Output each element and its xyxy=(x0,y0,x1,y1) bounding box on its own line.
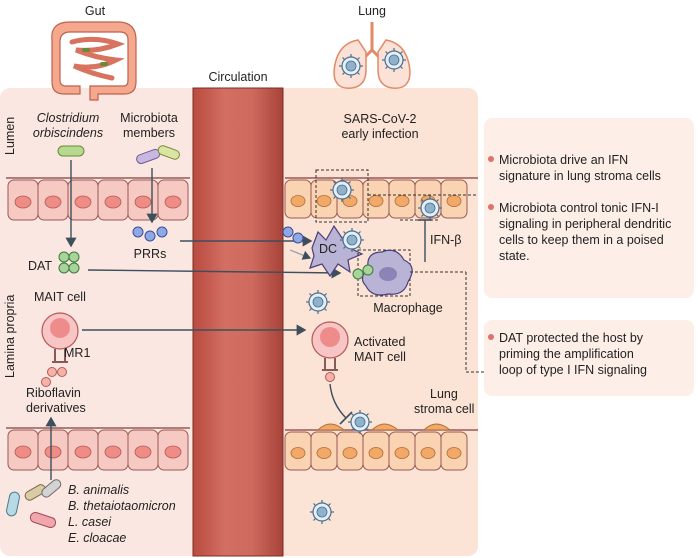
macrophage-label: Macrophage xyxy=(373,301,443,315)
arrow-dc-signal xyxy=(289,249,312,260)
note-1-line-5: cells to keep them in a poised xyxy=(499,233,664,247)
clostridium-bacterium xyxy=(57,145,85,157)
macrophage-dat-molecules xyxy=(352,264,374,280)
dc-prr-molecules xyxy=(282,226,304,244)
stroma-label-line2: stroma cell xyxy=(414,402,474,416)
microbiota-label-line2: members xyxy=(123,126,175,140)
activated-mait-label-line1: Activated xyxy=(354,335,405,349)
note-1-line-6: state. xyxy=(499,249,530,263)
activated-mait-label-line2: MAIT cell xyxy=(354,350,406,364)
note-2-line-1: DAT protected the host by xyxy=(499,331,644,345)
microbiota-label-line1: Microbiota xyxy=(120,111,178,125)
virus-ifn xyxy=(417,195,443,221)
species-l-casei: L. casei xyxy=(68,515,112,529)
mait-inhibit-line xyxy=(329,383,347,419)
virus-stroma-2 xyxy=(309,499,335,525)
note-1-line-1: Microbiota drive an IFN xyxy=(499,153,628,167)
gut-organ-icon xyxy=(51,21,137,101)
microbiota-bacteria xyxy=(136,145,180,165)
bullet-3 xyxy=(488,334,494,340)
mait-cell xyxy=(41,312,79,363)
mait-inhibit-bar xyxy=(339,411,353,425)
lung-upper-epithelium xyxy=(284,177,478,219)
note-2-line-3: loop of type I IFN signaling xyxy=(499,363,647,377)
zoom-box-epithelium xyxy=(315,169,369,223)
stroma-label-line1: Lung xyxy=(430,387,458,401)
dat-label: DAT xyxy=(28,259,52,273)
note-box-1 xyxy=(484,118,694,298)
mait-cell-label: MAIT cell xyxy=(34,290,86,304)
species-b-animalis: B. animalis xyxy=(68,483,129,497)
clostridium-label-line1: Clostridium xyxy=(37,111,100,125)
virus-stroma-1 xyxy=(347,409,373,435)
lung-organ-icon xyxy=(333,22,411,89)
riboflavin-label-line1: Riboflavin xyxy=(26,386,81,400)
note-1-line-4: signaling in peripheral dendritic xyxy=(499,217,671,231)
gut-upper-epithelium xyxy=(6,177,190,221)
gut-label: Gut xyxy=(85,4,106,18)
virus-activated-mait xyxy=(305,289,331,315)
virus-epithelium xyxy=(329,177,355,203)
lumen-label: Lumen xyxy=(3,117,17,155)
dc-label: DC xyxy=(319,242,337,256)
arrow-dat-to-macrophage xyxy=(87,267,342,279)
mr1-label: MR1 xyxy=(64,346,90,360)
bullet-1 xyxy=(488,156,494,162)
dat-molecules xyxy=(58,251,80,274)
lung-label: Lung xyxy=(358,4,386,18)
riboflavin-molecules xyxy=(41,367,67,387)
species-b-thetaiotaomicron: B. thetaiotaomicron xyxy=(68,499,176,513)
virus-near-dc xyxy=(339,227,365,253)
riboflavin-label-line2: derivatives xyxy=(26,401,86,415)
prrs-label: PRRs xyxy=(134,247,167,261)
circulation-vessel xyxy=(192,87,284,557)
circulation-label: Circulation xyxy=(208,70,267,84)
activated-mait-cell xyxy=(311,321,349,382)
sars-label-line2: early infection xyxy=(341,127,418,141)
sars-label-line1: SARS-CoV-2 xyxy=(344,112,417,126)
note-2-line-2: priming the amplification xyxy=(499,347,634,361)
ifn-beta-label: IFN-β xyxy=(430,233,462,247)
clostridium-label-line2: orbiscindens xyxy=(33,126,103,140)
bullet-2 xyxy=(488,204,494,210)
gut-lower-epithelium xyxy=(6,427,190,471)
note-box-2 xyxy=(484,320,694,396)
macrophage xyxy=(361,249,413,296)
note-1-line-2: signature in lung stroma cells xyxy=(499,169,661,183)
note-1-line-3: Microbiota control tonic IFN-I xyxy=(499,201,659,215)
species-e-cloacae: E. cloacae xyxy=(68,531,126,545)
prrs-molecules xyxy=(132,226,168,242)
species-bacteria xyxy=(6,479,62,528)
lamina-propria-label: Lamina propria xyxy=(3,295,17,378)
lung-lower-epithelium xyxy=(284,423,478,471)
